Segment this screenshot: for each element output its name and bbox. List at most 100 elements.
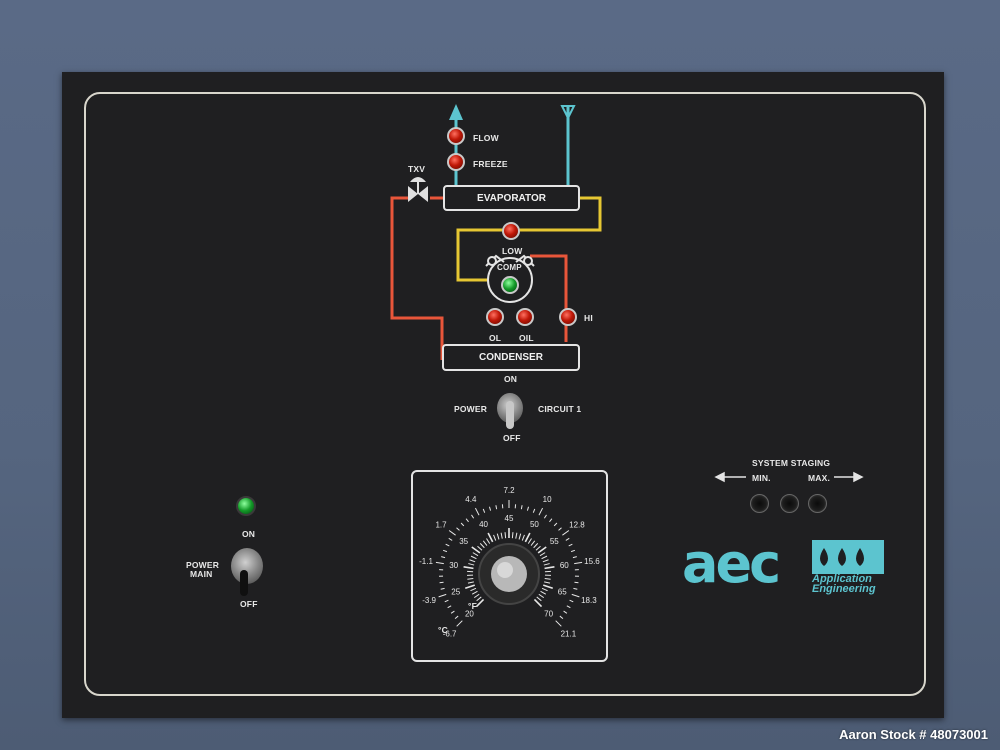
dial-outer-tick	[520, 505, 523, 510]
overload-led	[486, 308, 504, 326]
celsius-scale-label: -3.9	[422, 596, 436, 605]
water-drops-logo-icon	[812, 540, 884, 574]
celsius-scale-label: 1.7	[435, 521, 447, 530]
dial-tick	[542, 559, 549, 563]
brand-name-line-2: Engineering	[812, 583, 876, 595]
celsius-scale-label: -1.1	[419, 557, 433, 566]
main-power-toggle-switch[interactable]	[231, 548, 263, 596]
dial-outer-tick	[439, 581, 444, 584]
dial-outer-tick	[448, 530, 456, 536]
staging-jack-max[interactable]	[808, 494, 827, 513]
dial-outer-tick	[442, 549, 448, 553]
dial-tick	[527, 538, 532, 544]
dial-tick	[504, 532, 507, 539]
temperature-setpoint-panel	[411, 470, 608, 662]
fahrenheit-scale-label: 65	[558, 587, 567, 596]
dial-outer-tick	[445, 543, 450, 547]
dial-outer-tick	[440, 587, 445, 590]
dial-outer-tick	[569, 599, 574, 603]
dial-outer-tick	[573, 587, 578, 590]
dial-tick	[540, 590, 547, 595]
dial-tick	[493, 534, 497, 541]
fahrenheit-scale-label: 45	[505, 514, 514, 523]
dial-outer-tick	[562, 530, 570, 536]
dial-tick	[535, 545, 541, 551]
dial-tick	[533, 543, 539, 549]
dial-outer-tick	[572, 556, 577, 559]
dial-outer-tick	[488, 506, 492, 511]
temperature-dial-knob-control[interactable]	[481, 556, 537, 612]
power-main-label-1: POWER	[186, 560, 220, 570]
dial-outer-tick	[574, 581, 579, 584]
circuit-on-label: ON	[504, 374, 518, 384]
freeze-indicator-led	[447, 153, 465, 171]
dial-tick	[473, 593, 480, 599]
dial-tick	[467, 578, 474, 580]
dial-outer-tick	[456, 620, 463, 627]
celsius-scale-label: 15.6	[584, 557, 600, 566]
dial-outer-tick	[454, 615, 459, 620]
power-main-label-2: MAIN	[190, 569, 213, 579]
flow-label: FLOW	[473, 133, 499, 143]
circuit-toggle-lever[interactable]	[506, 401, 514, 429]
dial-tick	[539, 552, 546, 557]
dial-outer-tick	[456, 527, 460, 531]
dial-outer-tick	[559, 615, 564, 620]
celsius-scale-label: 21.1	[561, 629, 577, 638]
celsius-scale-label: 12.8	[569, 521, 585, 530]
oil-label: OIL	[519, 333, 534, 343]
oil-pressure-led	[516, 308, 534, 326]
stock-watermark: Aaron Stock # 48073001	[839, 727, 988, 742]
dial-tick	[470, 555, 477, 560]
dial-outer-tick	[495, 505, 498, 510]
dial-outer-tick	[566, 605, 571, 609]
main-power-lever[interactable]	[240, 570, 248, 596]
fahrenheit-scale-label: 40	[479, 520, 488, 529]
fahrenheit-unit-label: °F	[468, 601, 477, 611]
dial-outer-tick	[553, 522, 558, 527]
fahrenheit-scale-label: 20	[465, 610, 474, 619]
dial-tick	[472, 552, 479, 557]
dial-tick	[542, 584, 553, 589]
dial-outer-tick	[563, 610, 568, 614]
staging-jack-min[interactable]	[750, 494, 769, 513]
fahrenheit-scale-label: 30	[449, 561, 458, 570]
staging-arrows-icon	[714, 471, 864, 483]
dial-tick	[541, 555, 548, 560]
dial-outer-tick	[471, 514, 475, 519]
dial-tick	[544, 578, 551, 580]
dial-tick	[496, 533, 500, 540]
dial-tick	[487, 532, 494, 543]
main-on-label: ON	[242, 529, 256, 539]
aec-logo: aec	[682, 532, 781, 595]
dial-tick	[544, 581, 551, 584]
dial-tick	[471, 546, 481, 554]
main-off-label: OFF	[240, 599, 258, 609]
circuit-1-toggle-switch[interactable]	[497, 393, 523, 429]
dial-outer-tick	[570, 549, 576, 553]
dial-tick	[537, 546, 547, 554]
dial-tick	[518, 533, 522, 540]
celsius-scale-label: 18.3	[581, 596, 597, 605]
staging-jack-mid[interactable]	[780, 494, 799, 513]
dial-outer-tick	[526, 506, 530, 511]
flow-indicator-led	[447, 127, 465, 145]
dial-tick	[463, 566, 474, 570]
low-label: LOW	[502, 246, 523, 256]
dial-outer-tick	[448, 537, 453, 541]
condenser-box: CONDENSER	[442, 344, 580, 371]
dial-outer-tick	[444, 599, 449, 603]
dial-outer-tick	[435, 561, 444, 565]
dial-outer-tick	[447, 605, 452, 609]
fahrenheit-scale-label: 35	[459, 537, 468, 546]
dial-outer-tick	[568, 543, 573, 547]
txv-label: TXV	[408, 164, 426, 174]
celsius-unit-label: °C	[438, 625, 448, 635]
freeze-label: FREEZE	[473, 159, 508, 169]
dial-outer-tick	[538, 507, 544, 516]
dial-tick	[536, 596, 542, 602]
celsius-scale-label: -6.7	[443, 629, 457, 638]
dial-tick	[477, 545, 483, 551]
dial-tick	[468, 563, 475, 566]
dial-tick	[479, 543, 485, 549]
